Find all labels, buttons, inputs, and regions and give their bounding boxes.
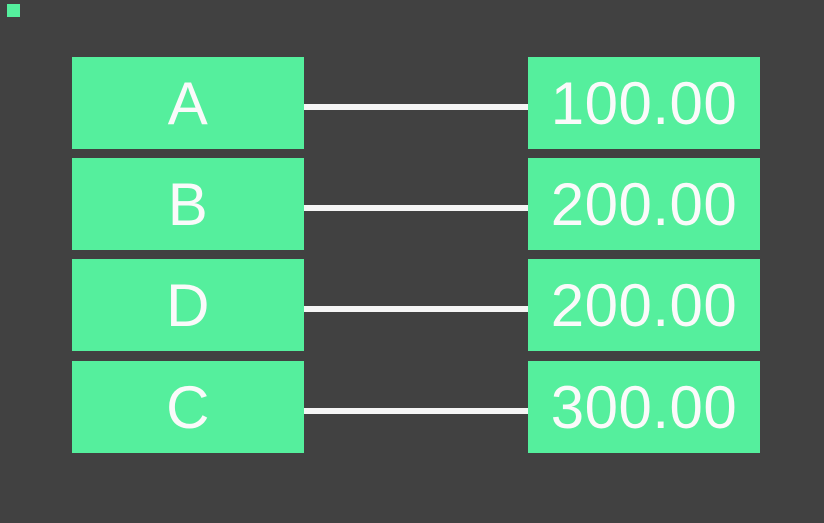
connector-edge xyxy=(302,306,530,312)
value-label: 200.00 xyxy=(550,171,738,238)
connector-edge xyxy=(302,205,530,211)
connector-edge xyxy=(302,104,530,110)
key-label: B xyxy=(167,171,209,238)
value-label: 100.00 xyxy=(550,70,738,137)
mapping-row: D 200.00 xyxy=(0,259,824,351)
connector-edge xyxy=(302,408,530,414)
key-node: C xyxy=(72,361,304,453)
mapping-row: B 200.00 xyxy=(0,158,824,250)
value-node: 300.00 xyxy=(528,361,760,453)
key-node: B xyxy=(72,158,304,250)
key-label: D xyxy=(166,272,210,339)
value-node: 100.00 xyxy=(528,57,760,149)
mapping-row: C 300.00 xyxy=(0,361,824,453)
key-label: C xyxy=(166,374,210,441)
key-label: A xyxy=(167,70,209,137)
value-node: 200.00 xyxy=(528,259,760,351)
value-label: 300.00 xyxy=(550,374,738,441)
key-node: D xyxy=(72,259,304,351)
key-node: A xyxy=(72,57,304,149)
value-label: 200.00 xyxy=(550,272,738,339)
mapping-row: A 100.00 xyxy=(0,57,824,149)
value-node: 200.00 xyxy=(528,158,760,250)
corner-marker-square xyxy=(7,4,20,17)
